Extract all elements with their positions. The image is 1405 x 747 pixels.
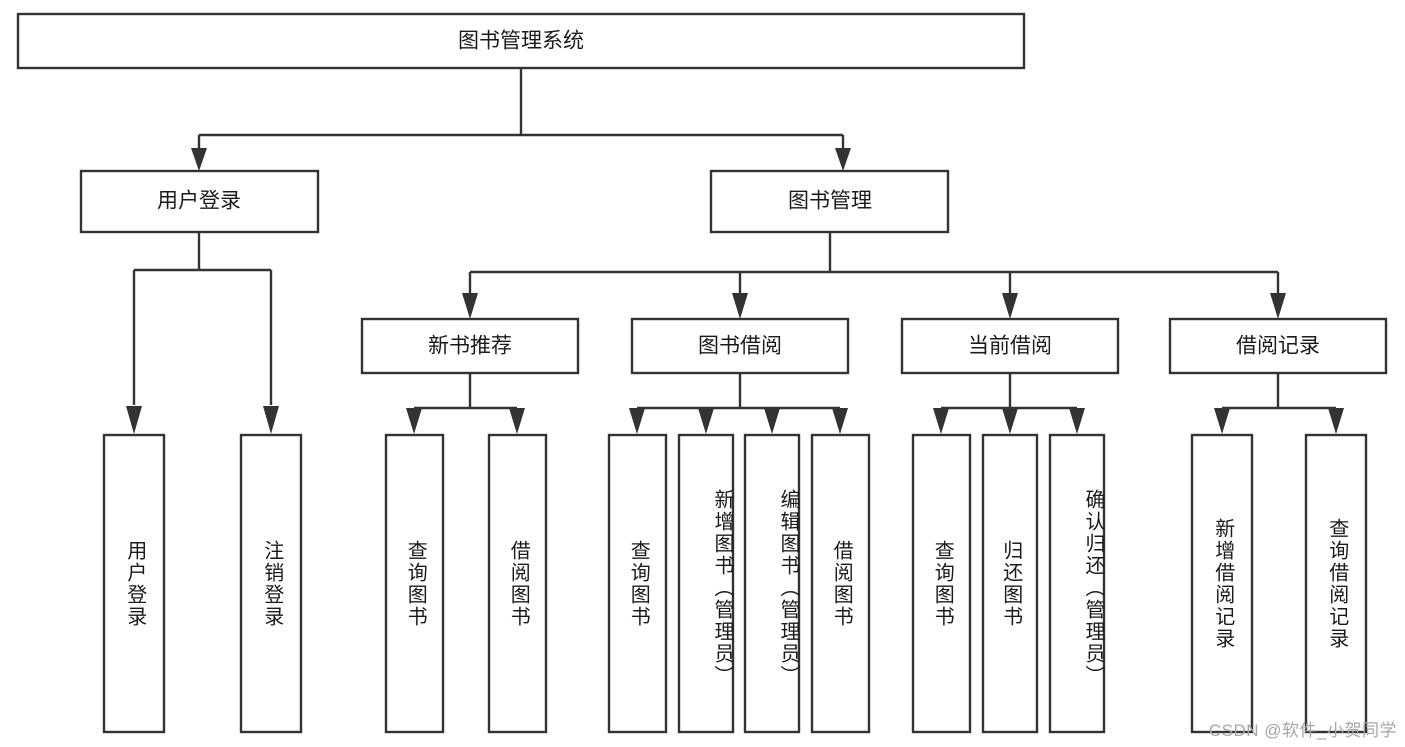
arrow-to-current-borrow [1002, 293, 1018, 319]
node-leaf-borrow-book-1-box[interactable] [487, 433, 548, 734]
arrow-to-leaf-return-book [1002, 408, 1018, 434]
csdn-watermark: CSDN @软件_小贺同学 [1208, 721, 1397, 740]
arrow-to-borrow-record [1270, 293, 1286, 319]
arrow-to-leaf-borrow-book-1 [509, 408, 525, 434]
node-user-login-box[interactable] [79, 169, 320, 234]
node-leaf-query-record-box[interactable] [1304, 433, 1368, 734]
node-root-label: 图书管理系统 [458, 30, 584, 53]
arrow-to-leaf-add-record [1214, 408, 1230, 434]
node-leaf-edit-book-box[interactable] [743, 433, 801, 734]
arrow-to-leaf-query-book-2 [629, 408, 645, 434]
node-current-borrow[interactable]: 当前借阅 [900, 317, 1120, 375]
arrow-to-leaf-edit-book [764, 408, 780, 434]
node-leaf-add-book-box[interactable] [677, 433, 735, 734]
node-book-borrow-label: 图书借阅 [698, 335, 782, 358]
node-leaf-borrow-book-2-box[interactable] [810, 433, 871, 734]
node-borrow-record[interactable]: 借阅记录 [1168, 317, 1388, 375]
node-user-login[interactable]: 用户登录 [79, 169, 320, 234]
arrow-to-leaf-query-book-1 [406, 408, 422, 434]
node-book-manage[interactable]: 图书管理 [709, 169, 950, 234]
arrow-to-leaf-query-record [1328, 408, 1344, 434]
node-borrow-record-label: 借阅记录 [1236, 335, 1320, 358]
arrow-to-leaf-query-book-3 [933, 408, 949, 434]
connector-layer [126, 68, 1344, 434]
connector-book-borrow-bus [635, 373, 842, 414]
arrow-to-user-login [191, 148, 207, 171]
node-user-login-label: 用户登录 [157, 190, 241, 213]
arrow-to-book-manage [835, 148, 851, 171]
connector-root-bus [197, 68, 845, 158]
node-borrow-record-box[interactable] [1168, 317, 1388, 375]
arrow-to-book-borrow [732, 293, 748, 319]
node-leaf-query-book-1-box[interactable] [384, 433, 445, 734]
node-leaf-user-login-box[interactable] [102, 433, 166, 734]
node-leaf-confirm-return-box[interactable] [1048, 433, 1106, 734]
node-leaf-logout-box[interactable] [239, 433, 303, 734]
node-new-book-rec-box[interactable] [360, 317, 580, 375]
node-book-manage-box[interactable] [709, 169, 950, 234]
connector-borrow-record-bus [1220, 373, 1338, 414]
connector-book-manage-bus [468, 232, 1280, 294]
arrow-to-leaf-borrow-book-2 [832, 408, 848, 434]
node-current-borrow-label: 当前借阅 [968, 335, 1052, 358]
node-leaf-query-book-3-box[interactable] [911, 433, 972, 734]
node-current-borrow-box[interactable] [900, 317, 1120, 375]
node-leaf-query-book-2-box[interactable] [607, 433, 668, 734]
arrow-to-leaf-confirm-return [1069, 408, 1085, 434]
node-new-book-rec[interactable]: 新书推荐 [360, 317, 580, 375]
connector-current-borrow-bus [939, 373, 1079, 414]
connector-new-book-rec-bus [412, 373, 519, 414]
connector-user-login-bus [132, 232, 273, 405]
arrow-to-leaf-add-book [698, 408, 714, 434]
node-new-book-rec-label: 新书推荐 [428, 335, 512, 358]
node-book-borrow-box[interactable] [630, 317, 850, 375]
node-book-borrow[interactable]: 图书借阅 [630, 317, 850, 375]
node-leaf-add-record-box[interactable] [1190, 433, 1254, 734]
node-root-box[interactable] [16, 12, 1026, 70]
arrow-to-leaf-user-login [126, 406, 142, 434]
node-book-manage-label: 图书管理 [788, 190, 872, 213]
arrow-to-leaf-logout [263, 406, 279, 434]
node-leaf-return-book-box[interactable] [981, 433, 1039, 734]
arrow-to-new-book-rec [462, 293, 478, 319]
node-root[interactable]: 图书管理系统 [16, 12, 1026, 70]
